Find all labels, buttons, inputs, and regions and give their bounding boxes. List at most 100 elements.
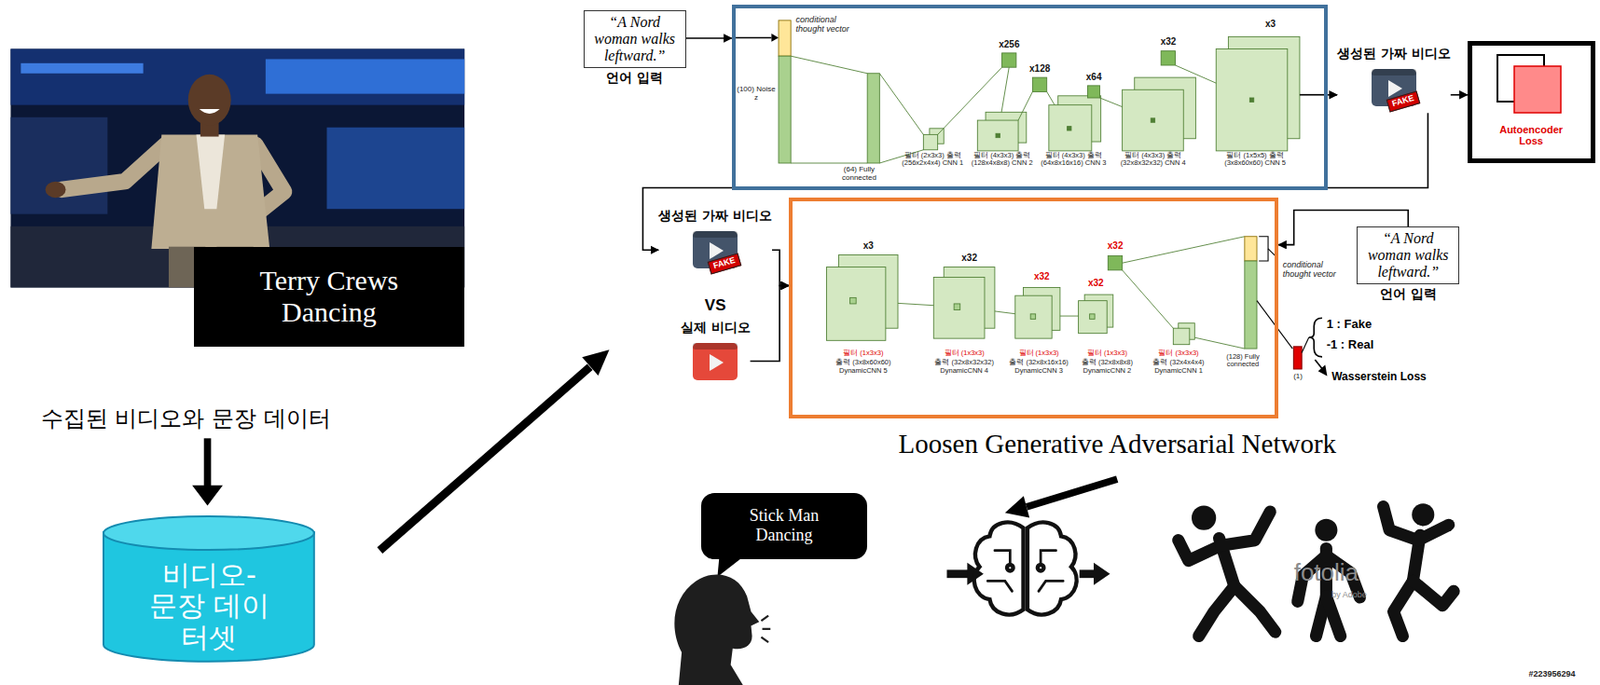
discriminator-layers bbox=[1189, 336, 1245, 349]
sentence-box: “A Nord woman walks leftward.”언어 입력 bbox=[1356, 226, 1460, 304]
noise-label: (100) Noise z bbox=[736, 85, 776, 103]
dataset-label: 비디오- 문장 데이터셋 bbox=[143, 559, 275, 654]
generator-layers bbox=[1249, 97, 1254, 102]
output-class: -1 : Real bbox=[1326, 338, 1375, 353]
stick-figures bbox=[1412, 580, 1454, 606]
brain-icon bbox=[1040, 551, 1056, 565]
brain-icon bbox=[974, 522, 1024, 615]
video-icon bbox=[692, 343, 738, 350]
speaker-head bbox=[762, 628, 772, 631]
brain-icon bbox=[1093, 563, 1111, 586]
generator-layers bbox=[923, 134, 938, 150]
discriminator-panel: x3필터 (1x3x3)출력 (3x8x60x60) DynamicCNN 5x… bbox=[788, 197, 1279, 418]
discriminator-layers bbox=[1244, 261, 1257, 349]
loosen-arrow bbox=[1005, 496, 1030, 518]
loss-box: Autoencoder Loss bbox=[1467, 41, 1596, 164]
channel-count: x128 bbox=[1022, 63, 1058, 74]
stick-figures bbox=[1199, 586, 1235, 637]
filter-label: 필터 (1x3x3) bbox=[1075, 349, 1139, 358]
generator-layers bbox=[733, 37, 772, 40]
dancer-photo bbox=[10, 117, 108, 215]
video-node: 실제 비디오 bbox=[680, 319, 751, 387]
discriminator-layers bbox=[826, 236, 1257, 349]
video-icon-frame bbox=[691, 340, 739, 387]
video-caption: 생성된 가짜 비디오 bbox=[1337, 45, 1451, 63]
discriminator-layers bbox=[1089, 314, 1095, 319]
brain-icon bbox=[1006, 565, 1014, 572]
channel-count: x3 bbox=[1253, 18, 1288, 29]
versus-label: VS bbox=[704, 296, 727, 316]
database-cylinder: 비디오- 문장 데이터셋 bbox=[101, 515, 317, 664]
dancer-photo bbox=[45, 181, 67, 199]
flow-arrow bbox=[379, 367, 590, 552]
flow-arrow bbox=[581, 349, 609, 376]
brain-icon bbox=[987, 580, 1012, 592]
layer-label: (128) Fully connected bbox=[1213, 353, 1271, 370]
video-icon bbox=[1371, 68, 1417, 76]
stick-figures bbox=[1418, 524, 1449, 540]
layer-label: 출력 (32x4x4x4) DynamicCNN 1 bbox=[1150, 358, 1206, 375]
filter-label: 필터 (1x3x3) bbox=[831, 349, 896, 358]
video-icon bbox=[691, 340, 739, 384]
video-icon-frame: FAKE bbox=[1370, 66, 1418, 113]
stick-figures bbox=[1221, 511, 1271, 546]
generator-layers bbox=[1032, 77, 1047, 92]
loosen-arrow bbox=[1026, 479, 1118, 508]
channel-count: x3 bbox=[851, 240, 886, 251]
dancer-photo bbox=[199, 109, 221, 114]
connector-arrow bbox=[642, 112, 1428, 250]
loss-label: Wasserstein Loss bbox=[1331, 371, 1427, 385]
sentence-box: “A Nord woman walks leftward.”언어 입력 bbox=[583, 10, 687, 87]
flow-arrow bbox=[379, 349, 609, 551]
discriminator-layers bbox=[1015, 295, 1052, 339]
layer-label: 출력 (3x8x60x60) DynamicCNN 5 bbox=[831, 358, 896, 375]
video-icon bbox=[692, 343, 738, 381]
quote-text: “A Nord woman walks leftward.” bbox=[1356, 226, 1460, 285]
channel-count: x256 bbox=[992, 39, 1027, 50]
cylinder-body bbox=[103, 532, 315, 663]
discriminator-output bbox=[1258, 236, 1269, 262]
loss-label: Autoencoder Loss bbox=[1472, 124, 1591, 148]
layer-label: 필터 (1x5x5) 출력 (3x8x60x60) CNN 5 bbox=[1222, 151, 1288, 168]
generator-layers bbox=[1048, 105, 1092, 152]
channel-count: x32 bbox=[1024, 271, 1060, 282]
channel-count: x32 bbox=[1150, 36, 1186, 47]
output-class: 1 : Fake bbox=[1326, 317, 1372, 332]
channel-count: x32 bbox=[1078, 277, 1114, 289]
cylinder-top bbox=[103, 516, 315, 551]
layer-label: 출력 (32x8x32x32) DynamicCNN 4 bbox=[932, 358, 996, 375]
connector-arrow bbox=[750, 285, 789, 361]
discriminator-output bbox=[1301, 337, 1310, 353]
speaker-head bbox=[674, 555, 771, 685]
video-caption: 생성된 가짜 비디오 bbox=[658, 207, 773, 225]
stick-figures bbox=[1383, 507, 1419, 541]
speaker-head bbox=[674, 574, 759, 685]
dancer-photo bbox=[196, 134, 226, 209]
quote-text: “A Nord woman walks leftward.” bbox=[583, 10, 687, 69]
discriminator-output bbox=[1318, 365, 1328, 377]
video-caption: 실제 비디오 bbox=[680, 319, 751, 337]
video-icon-frame: FAKE bbox=[691, 228, 739, 276]
discriminator-layers bbox=[826, 267, 885, 342]
generator-layers bbox=[1067, 126, 1072, 131]
generator-layers bbox=[771, 33, 779, 42]
stick-figures bbox=[1234, 586, 1276, 633]
connector-arrow bbox=[1450, 94, 1468, 97]
brain-icon bbox=[1037, 565, 1045, 572]
generator-layers bbox=[879, 73, 924, 136]
stick-figures bbox=[1191, 506, 1216, 531]
stick-figures bbox=[1325, 596, 1340, 637]
stick-figures bbox=[1178, 540, 1222, 562]
layer-label: 필터 (4x3x3) 출력 (64x8x16x16) CNN 3 bbox=[1040, 151, 1106, 168]
discriminator-layers bbox=[1030, 314, 1035, 319]
stick-figures bbox=[1178, 503, 1454, 636]
input-label: 언어 입력 bbox=[1379, 286, 1437, 304]
brain-icon bbox=[1038, 580, 1063, 592]
discriminator-layers bbox=[1172, 328, 1190, 345]
vector-label: conditional thought vector bbox=[796, 14, 860, 34]
brain-icon bbox=[947, 522, 1111, 615]
input-label: 언어 입력 bbox=[606, 69, 663, 87]
discriminator-layers bbox=[1078, 301, 1108, 334]
generator-layers bbox=[1299, 94, 1325, 97]
